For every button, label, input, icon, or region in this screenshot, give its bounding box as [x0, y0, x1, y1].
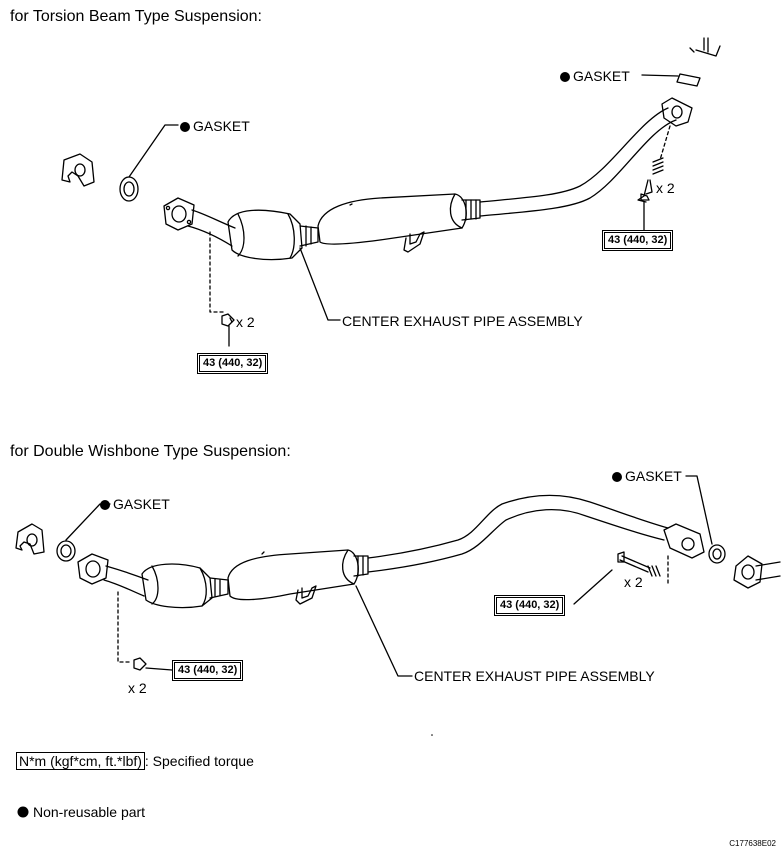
gasket-label-1-left: GASKET	[180, 118, 250, 134]
legend-torque-unit: N*m (kgf*cm, ft.*lbf)	[16, 752, 145, 770]
torque-box-1-right: 43 (440, 32)	[601, 230, 674, 251]
rear-pipe-2	[367, 494, 669, 573]
front-pipe-1	[187, 209, 236, 247]
section1-title: for Torsion Beam Type Suspension:	[10, 8, 262, 25]
rear-flange-1	[661, 97, 693, 127]
assembly-label-1: CENTER EXHAUST PIPE ASSEMBLY	[342, 313, 583, 329]
qty-label-2-left: x 2	[128, 680, 147, 696]
muffler-1	[317, 193, 481, 245]
guide-dash-1a	[659, 125, 671, 161]
gasket-label-2-left: GASKET	[100, 496, 170, 512]
catalytic-converter-1	[227, 209, 319, 261]
section2-drawing	[15, 475, 781, 677]
legend-torque-desc: : Specified torque	[144, 753, 254, 769]
bolt-spring-2	[617, 551, 661, 577]
front-pipe-2	[103, 565, 149, 597]
leader-torque-2-right	[573, 569, 613, 605]
tail-pipe-2	[733, 555, 781, 589]
legend-nonreusable: Non-reusable part	[33, 804, 146, 820]
hanger-rod-1	[403, 231, 425, 253]
torque-box-2-right: 43 (440, 32)	[493, 595, 566, 616]
nonreusable-icon	[560, 72, 570, 82]
torque-box-1-left: 43 (440, 32)	[196, 353, 269, 374]
left-bracket-1	[61, 153, 95, 187]
qty-label-1-right: x 2	[656, 180, 675, 196]
nonreusable-icon	[100, 500, 110, 510]
stray-dot	[431, 734, 433, 736]
leader-assembly-1	[299, 247, 341, 321]
spring-bolt-1	[637, 157, 664, 203]
leader-gasket-2-right	[685, 475, 713, 545]
qty-label-1-left: x 2	[236, 314, 255, 330]
qty-label-2-right: x 2	[624, 574, 643, 590]
section1-drawing	[61, 37, 721, 347]
gasket-label-2-right: GASKET	[612, 468, 682, 484]
leader-assembly-2	[355, 585, 413, 677]
gasket-ring-2-left	[56, 540, 76, 562]
leader-gasket-1-right	[641, 74, 679, 77]
gasket-ring-2-right	[708, 544, 726, 564]
figure-code: C177638E02	[729, 839, 776, 848]
gasket-ring-1-left	[119, 176, 139, 202]
rear-pipe-1	[479, 107, 677, 217]
legend-dot	[17, 806, 29, 818]
section2-title: for Double Wishbone Type Suspension:	[10, 443, 291, 460]
legend-torque: N*m (kgf*cm, ft.*lbf): Specified torque	[16, 752, 254, 770]
muffler-2	[227, 549, 369, 601]
left-bracket-2	[15, 523, 45, 555]
gasket-plate-1-right	[676, 73, 701, 87]
assembly-label-2: CENTER EXHAUST PIPE ASSEMBLY	[414, 668, 655, 684]
leader-gasket-1-left	[128, 124, 179, 178]
leader-torque-2-left	[145, 667, 173, 671]
lower-bolt-1	[221, 313, 235, 327]
guide-dash-2b	[117, 591, 133, 663]
gasket-label-1-right: GASKET	[560, 68, 630, 84]
lower-bolt-2	[133, 657, 147, 671]
guide-dash-1b	[209, 231, 227, 313]
top-bracket-1	[689, 37, 721, 57]
nonreusable-icon	[612, 472, 622, 482]
hanger-rod-2	[295, 585, 317, 605]
torque-box-2-left: 43 (440, 32)	[171, 660, 244, 681]
rear-flange-2	[663, 523, 705, 559]
catalytic-converter-2	[141, 563, 229, 609]
front-flange-1	[163, 197, 195, 231]
nonreusable-icon	[180, 122, 190, 132]
front-flange-2	[77, 553, 109, 585]
